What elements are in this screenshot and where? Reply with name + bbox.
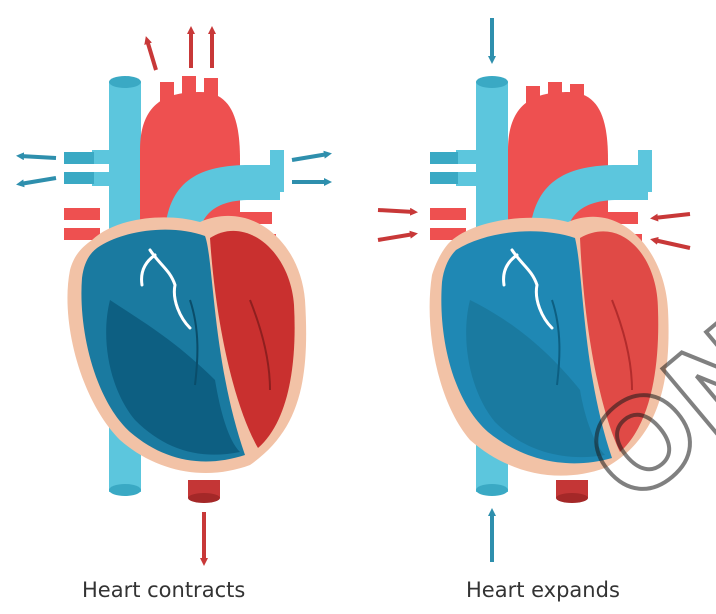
arrow-right-pulmonary-1: [292, 154, 328, 160]
heart-contracts-illustration: [20, 30, 328, 562]
arrow-in-right-vein-1: [654, 214, 690, 218]
arrow-in-left-vein-1: [378, 210, 414, 212]
arrow-in-right-vein-2: [654, 240, 690, 248]
arrow-left-pulmonary-2: [20, 178, 56, 184]
arrow-up-aorta-1: [147, 40, 156, 70]
heart-contracts-label: Heart contracts: [82, 578, 245, 602]
arrow-in-left-vein-2: [378, 234, 414, 240]
heart-body: [67, 216, 306, 473]
heart-expands-label: Heart expands: [466, 578, 620, 602]
arrow-left-pulmonary-1: [20, 156, 56, 158]
